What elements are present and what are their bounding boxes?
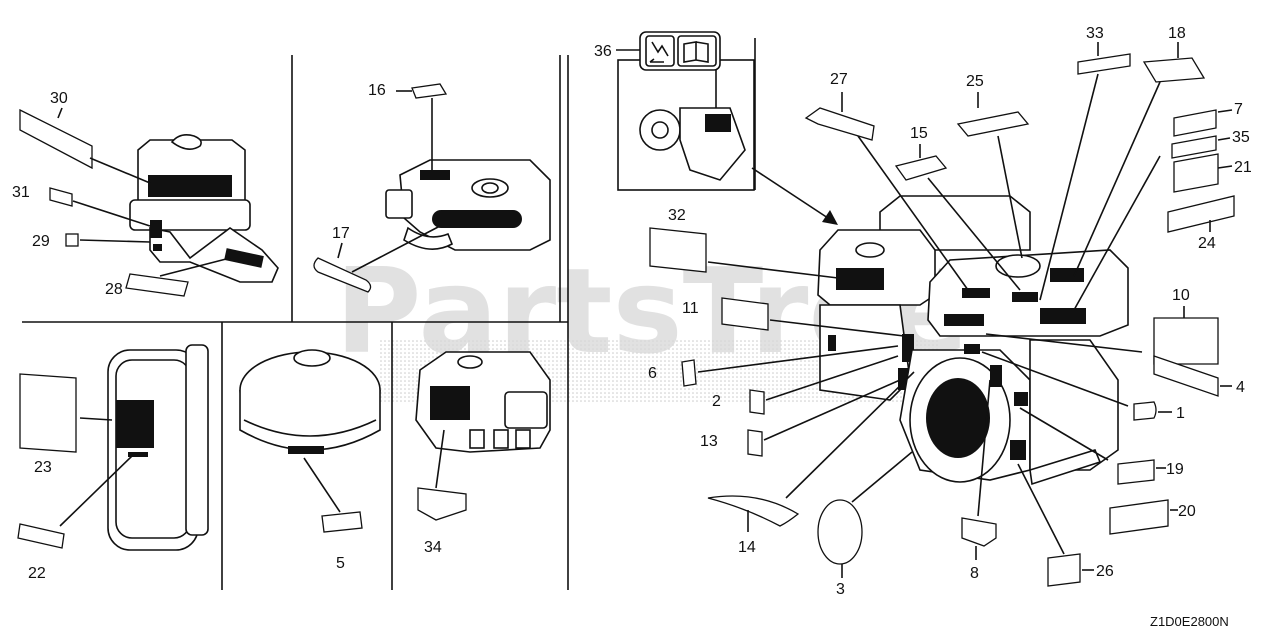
decal-1 bbox=[981, 351, 1172, 421]
callout-18: 18 bbox=[1168, 25, 1186, 42]
inset-detail bbox=[617, 31, 755, 191]
callout-7: 7 bbox=[1234, 101, 1243, 118]
callout-34: 34 bbox=[424, 539, 442, 556]
engine-main bbox=[817, 195, 1129, 486]
callout-2: 2 bbox=[712, 393, 721, 410]
decal-20 bbox=[1109, 499, 1178, 535]
air-cleaner-assembly-d bbox=[239, 349, 381, 454]
callout-5: 5 bbox=[336, 555, 345, 572]
drawing-code: Z1D0E2800N bbox=[1150, 614, 1229, 629]
air-cleaner-assembly-e bbox=[415, 351, 551, 453]
callout-29: 29 bbox=[32, 233, 50, 250]
owners-manual-icon bbox=[677, 35, 717, 67]
decal-24 bbox=[1167, 195, 1235, 233]
decal-19 bbox=[1019, 407, 1166, 485]
decal-3 bbox=[817, 451, 913, 578]
callout-6: 6 bbox=[648, 365, 657, 382]
decal-2 bbox=[749, 355, 899, 415]
decal-25 bbox=[956, 92, 1030, 259]
callout-20: 20 bbox=[1178, 503, 1196, 520]
callout-21: 21 bbox=[1234, 159, 1252, 176]
callout-16: 16 bbox=[368, 82, 386, 99]
air-cleaner-assembly-a bbox=[129, 134, 279, 283]
callout-4: 4 bbox=[1236, 379, 1245, 396]
decal-4 bbox=[1153, 355, 1232, 397]
callout-25: 25 bbox=[966, 73, 984, 90]
decal-16 bbox=[396, 83, 448, 170]
callout-8: 8 bbox=[970, 565, 979, 582]
air-cleaner-assembly-b bbox=[385, 159, 551, 251]
decal-8 bbox=[961, 379, 997, 560]
callout-31: 31 bbox=[12, 184, 30, 201]
decal-29 bbox=[65, 233, 151, 247]
decal-22 bbox=[17, 455, 133, 549]
decal-10 bbox=[985, 306, 1219, 365]
decal-32 bbox=[649, 227, 839, 279]
callout-1: 1 bbox=[1176, 405, 1185, 422]
decal-18 bbox=[1073, 42, 1206, 277]
decal-21 bbox=[1073, 153, 1233, 311]
decal-34 bbox=[417, 429, 467, 521]
decal-23 bbox=[19, 373, 113, 453]
callout-13: 13 bbox=[700, 433, 718, 450]
callout-32: 32 bbox=[668, 207, 686, 224]
callout-30: 30 bbox=[50, 90, 68, 107]
air-cleaner-assembly-c bbox=[107, 344, 209, 551]
panel-dividers bbox=[22, 38, 756, 590]
decal-30 bbox=[19, 108, 151, 184]
disconnect-plug-icon bbox=[645, 35, 675, 67]
decal-11 bbox=[721, 297, 905, 337]
callout-22: 22 bbox=[28, 565, 46, 582]
decal-5 bbox=[303, 457, 363, 533]
decal-13 bbox=[747, 379, 901, 457]
callout-23: 23 bbox=[34, 459, 52, 476]
callout-36: 36 bbox=[594, 43, 612, 60]
decal-26 bbox=[1017, 463, 1094, 587]
decal-15 bbox=[894, 144, 1021, 291]
callout-33: 33 bbox=[1086, 25, 1104, 42]
callout-10: 10 bbox=[1172, 287, 1190, 304]
callout-3: 3 bbox=[836, 581, 845, 598]
decal-14 bbox=[707, 371, 915, 532]
callout-11: 11 bbox=[682, 300, 699, 317]
inset-pointer-arrow bbox=[751, 167, 835, 223]
decal-6 bbox=[681, 345, 899, 387]
callout-28: 28 bbox=[105, 281, 123, 298]
decal-31 bbox=[49, 187, 151, 227]
decal-33 bbox=[1039, 42, 1131, 301]
decal-27 bbox=[804, 92, 969, 291]
callout-15: 15 bbox=[910, 125, 928, 142]
callout-35: 35 bbox=[1232, 129, 1250, 146]
callout-26: 26 bbox=[1096, 563, 1114, 580]
callout-19: 19 bbox=[1166, 461, 1184, 478]
callout-24: 24 bbox=[1198, 235, 1216, 252]
decal-17 bbox=[313, 225, 441, 293]
callout-17: 17 bbox=[332, 225, 350, 242]
callout-27: 27 bbox=[830, 71, 848, 88]
decal-35 bbox=[1171, 135, 1231, 159]
callout-14: 14 bbox=[738, 539, 756, 556]
decal-7 bbox=[1173, 109, 1233, 137]
decal-28 bbox=[125, 257, 231, 297]
